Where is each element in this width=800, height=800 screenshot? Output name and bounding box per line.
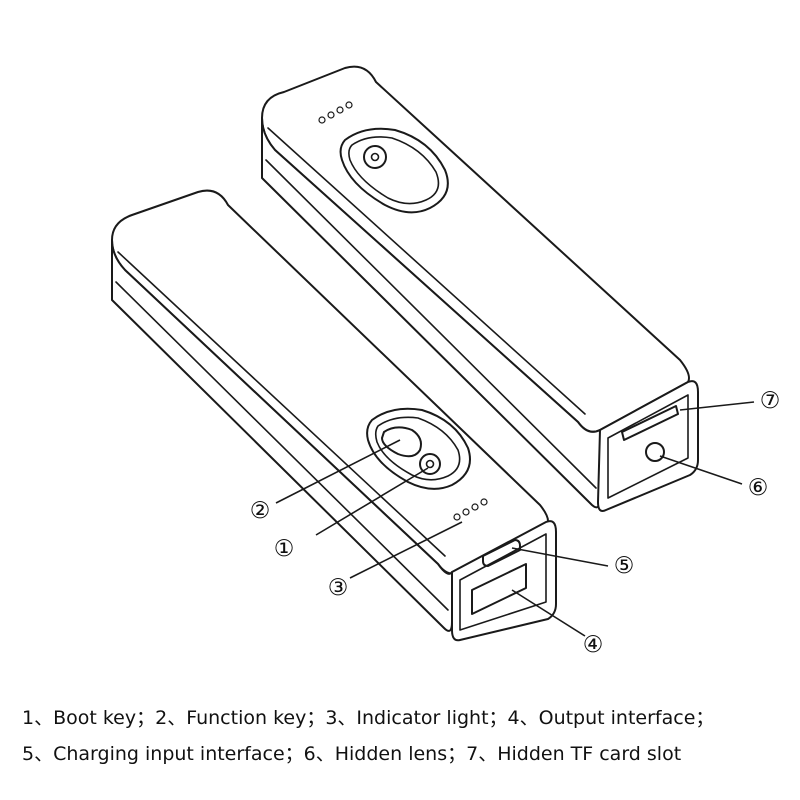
output-usb-port — [471, 563, 527, 615]
callout-numbers: ① ② ③ ④ ⑤ ⑥ ⑦ — [250, 388, 781, 658]
device-diagram: ① ② ③ ④ ⑤ ⑥ ⑦ — [111, 65, 781, 658]
hidden-lens — [645, 442, 665, 462]
legend-line-2: 5、Charging input interface；6、Hidden lens… — [22, 743, 682, 765]
callout-6: ⑥ — [748, 475, 769, 501]
callout-7: ⑦ — [760, 388, 781, 414]
front-unit-top-edge — [117, 251, 446, 557]
back-unit-top-edge — [267, 127, 586, 415]
front-button-group — [366, 407, 471, 490]
callout-4: ④ — [583, 632, 604, 658]
front-indicator-lights — [453, 498, 488, 521]
back-unit-end-inner — [607, 394, 689, 499]
back-unit-side-face — [261, 117, 601, 509]
back-indicator-lights — [318, 101, 353, 124]
front-unit-side-face — [111, 239, 453, 632]
back-button-group — [339, 127, 449, 214]
back-unit-side-edge — [265, 159, 597, 489]
tf-card-slot — [621, 405, 679, 441]
front-unit-side-edge — [115, 281, 449, 611]
callout-1: ① — [274, 536, 295, 562]
callout-5: ⑤ — [614, 553, 635, 579]
front-unit — [111, 189, 557, 642]
back-unit — [261, 65, 699, 512]
component-legend: 1、Boot key；2、Function key；3、Indicator li… — [22, 700, 792, 772]
legend-line-1: 1、Boot key；2、Function key；3、Indicator li… — [22, 707, 715, 729]
callout-2: ② — [250, 498, 271, 524]
leader-lines — [275, 401, 755, 637]
callout-3: ③ — [328, 575, 349, 601]
